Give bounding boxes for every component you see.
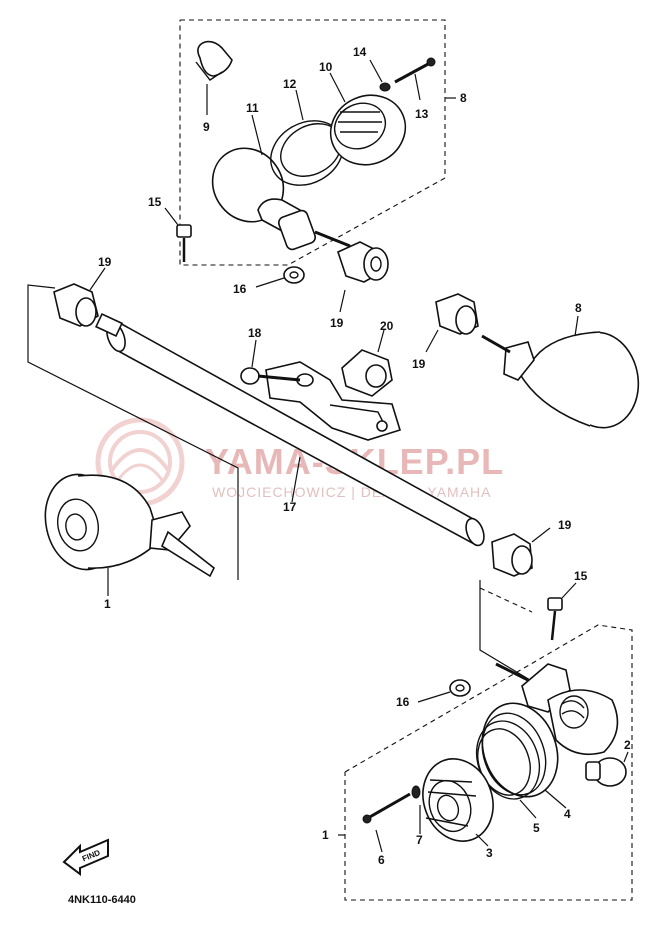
callout-10: 10 [319,60,333,74]
callout-18: 18 [248,326,262,340]
callout-7: 7 [416,833,423,847]
nut-16-bottom [417,679,471,703]
gasket-bottom [475,720,541,819]
bulb-top [195,40,233,115]
clamp-20 [341,329,393,397]
housing-stem-top [257,198,351,251]
callout-8-right: 8 [575,301,582,315]
callout-3: 3 [486,846,493,860]
callout-2: 2 [624,738,631,752]
callout-16-bottom: 16 [396,695,410,709]
lens-bottom [422,758,494,847]
callout-19-c: 19 [412,357,426,371]
screw-top [394,57,436,101]
find-arrow-icon: FIND [62,838,109,876]
bottom-assembly-boundary [344,624,633,901]
damper-right-top [425,293,479,353]
callout-14: 14 [353,45,367,59]
damper-right-bottom [491,527,551,577]
callout-17: 17 [283,500,297,514]
callout-12: 12 [283,77,297,91]
nut-top [369,59,391,92]
callout-20: 20 [380,319,394,333]
callout-4: 4 [564,807,571,821]
lamp-left [44,473,216,596]
bracket-center [265,361,401,441]
right-guide-frame [479,580,531,681]
callout-5: 5 [533,821,540,835]
callout-8-top: 8 [460,91,467,105]
callout-9: 9 [203,120,210,134]
callout-1-left: 1 [104,597,111,611]
watermark-subtitle: WOJCIECHOWICZ | DEALER YAMAHA [212,484,491,500]
callout-15-bottom: 15 [574,569,588,583]
screw-bottom [362,792,411,853]
callout-15-top: 15 [148,195,162,209]
callout-19-b: 19 [330,316,344,330]
bulb-bottom [585,751,629,787]
callout-19-a: 19 [98,255,112,269]
left-guide-frame [27,284,239,580]
bolt-18 [240,339,301,385]
bolt-bottom [547,582,577,641]
callout-1-right: 1 [322,828,329,842]
callout-11: 11 [246,101,259,115]
nut-bottom [411,785,421,834]
nut-16-top [255,266,305,288]
diagram-code: 4NK110-6440 [68,894,136,906]
callout-19-d: 19 [558,518,572,532]
callout-6: 6 [378,853,385,867]
top-assembly-boundary [179,19,446,266]
right-guide-dash [479,587,533,613]
bolt-top [164,207,192,262]
callout-16-top: 16 [233,282,247,296]
damper-top [337,241,389,313]
housing-bottom [495,662,619,756]
lamp-right-top [481,315,640,429]
rim-top [329,72,407,166]
damper-left [53,267,106,327]
handle-bar [95,312,485,547]
callout-13: 13 [415,107,429,121]
